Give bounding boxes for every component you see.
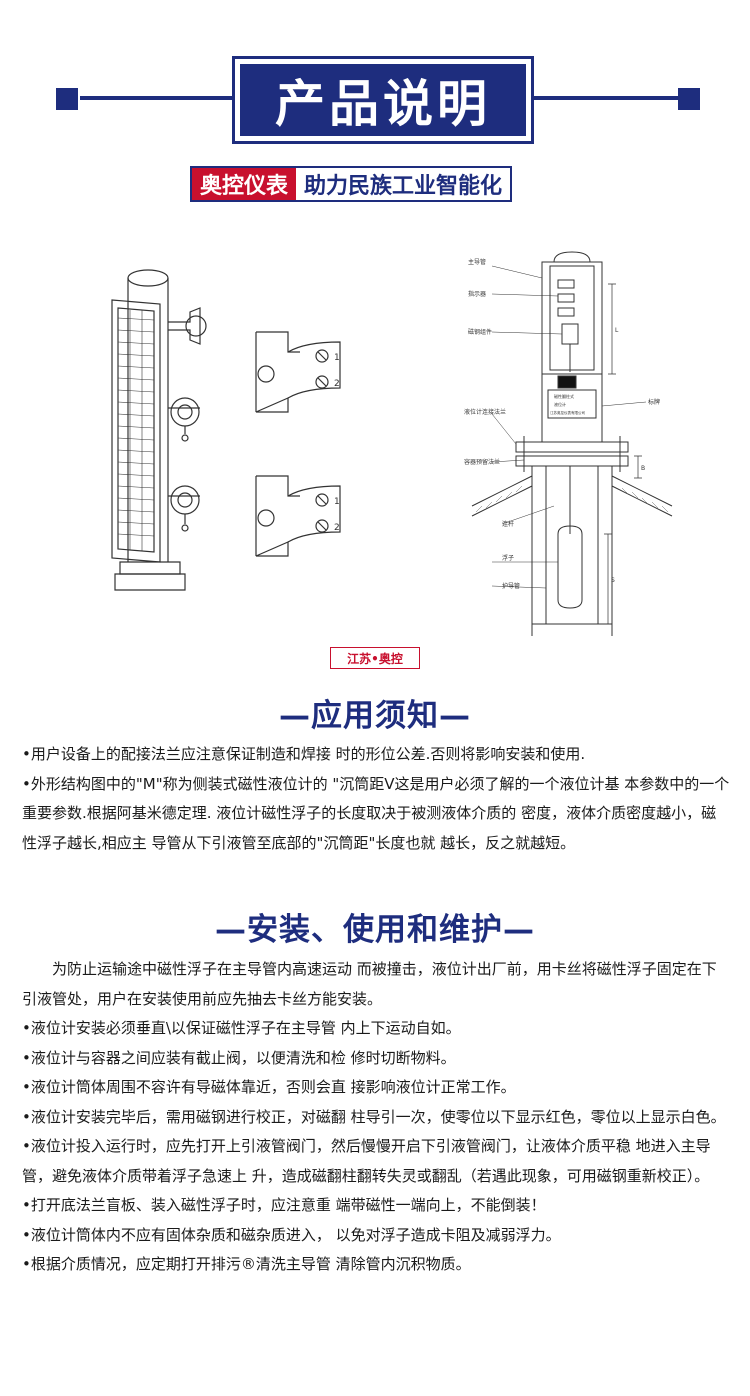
section-heading-installation: —安装、使用和维护— (215, 912, 535, 948)
label-vessel-flange: 容器预留法兰 (464, 458, 500, 466)
title-line-right (534, 96, 679, 100)
title-square-left (56, 88, 78, 110)
label-magnetic-assembly: 磁钢组件 (468, 328, 492, 336)
brand-name: 奥控仪表 (192, 168, 297, 200)
installation-item: •液位计与容器之间应装有截止阀，以便清洗和检 修时切断物料。 (22, 1048, 456, 1067)
watermark-stamp: 江苏•奥控 (330, 647, 420, 669)
usage-note-item: •外形结构图中的"M"称为侧装式磁性液位计的 "沉筒距V这是用户必须了解的一个液… (22, 774, 730, 852)
brand-slogan: 助力民族工业智能化 (296, 168, 511, 200)
label-rod: 连杆 (502, 520, 514, 528)
label-level-flange: 液位计连接法兰 (464, 408, 506, 416)
dim-label-l: L (615, 327, 619, 334)
port-label-1b: 1 (334, 497, 340, 507)
page-title: 产品说明 (240, 64, 526, 136)
installation-item: •液位计筒体周围不容许有导磁体靠近，否则会直 接影响液位计正常工作。 (22, 1078, 516, 1096)
gauge-outline-diagram: 1 2 1 2 (111, 269, 341, 591)
port-label-2b: 2 (334, 523, 340, 533)
nameplate-text-2: 液位计 (554, 401, 566, 407)
label-indicator: 指示器 (468, 290, 486, 298)
usage-note-item: •用户设备上的配接法兰应注意保证制造和焊接 时的形位公差.否则将影响安装和使用. (22, 745, 586, 763)
label-main-tube: 主导管 (468, 258, 486, 266)
installation-item: •液位计安装必须垂直\以保证磁性浮子在主导管 内上下运动自如。 (22, 1019, 461, 1037)
title-line-left (80, 96, 232, 100)
label-nameplate: 标牌 (648, 398, 660, 406)
title-banner: 产品说明 (0, 56, 750, 146)
port-label-1: 1 (334, 353, 340, 363)
installation-item: •液位计投入运行时，应先打开上引液管阀门，然后慢慢开启下引液管阀门，让液体介质平… (22, 1137, 711, 1185)
title-box: 产品说明 (232, 56, 534, 144)
label-float: 浮子 (502, 554, 514, 562)
installation-item: •液位计安装完毕后，需用磁钢进行校正，对磁翻 柱导引一次，使零位以下显示红色，零… (22, 1107, 726, 1126)
installation-section-diagram: 主导管 指示器 磁钢组件 标牌 液位计连接法兰 容器预留法兰 连杆 浮子 护导管… (464, 251, 673, 636)
nameplate-text-1: 磁性翻柱式 (554, 393, 574, 399)
nameplate-text-3: 江苏奥控仪表有限公司 (550, 410, 585, 415)
brand-bar: 奥控仪表 助力民族工业智能化 (190, 166, 513, 202)
port-label-2: 2 (334, 379, 340, 389)
installation-intro: 为防止运输途中磁性浮子在主导管内高速运动 而被撞击，液位计出厂前，用卡丝将磁性浮… (22, 960, 717, 1008)
section-usage-notes-body: •用户设备上的配接法兰应注意保证制造和焊接 时的形位公差.否则将影响安装和使用.… (22, 740, 730, 858)
title-square-right (678, 88, 700, 110)
installation-item: •打开底法兰盲板、装入磁性浮子时，应注意重 端带磁性一端向上，不能倒装！ (22, 1196, 546, 1214)
installation-item: •液位计筒体内不应有固体杂质和磁杂质进入， 以免对浮子造成卡阻及减弱浮力。 (22, 1225, 561, 1244)
section-installation-body: 为防止运输途中磁性浮子在主导管内高速运动 而被撞击，液位计出厂前，用卡丝将磁性浮… (22, 955, 730, 1280)
installation-item: •根据介质情况，应定期打开排污®清洗主导管 清除管内沉积物质。 (22, 1255, 471, 1273)
label-guard-tube: 护导管 (502, 582, 520, 590)
section-heading-usage-notes: —应用须知— (279, 698, 471, 734)
dim-label-s: S (611, 577, 615, 584)
dim-label-b: B (641, 465, 645, 472)
